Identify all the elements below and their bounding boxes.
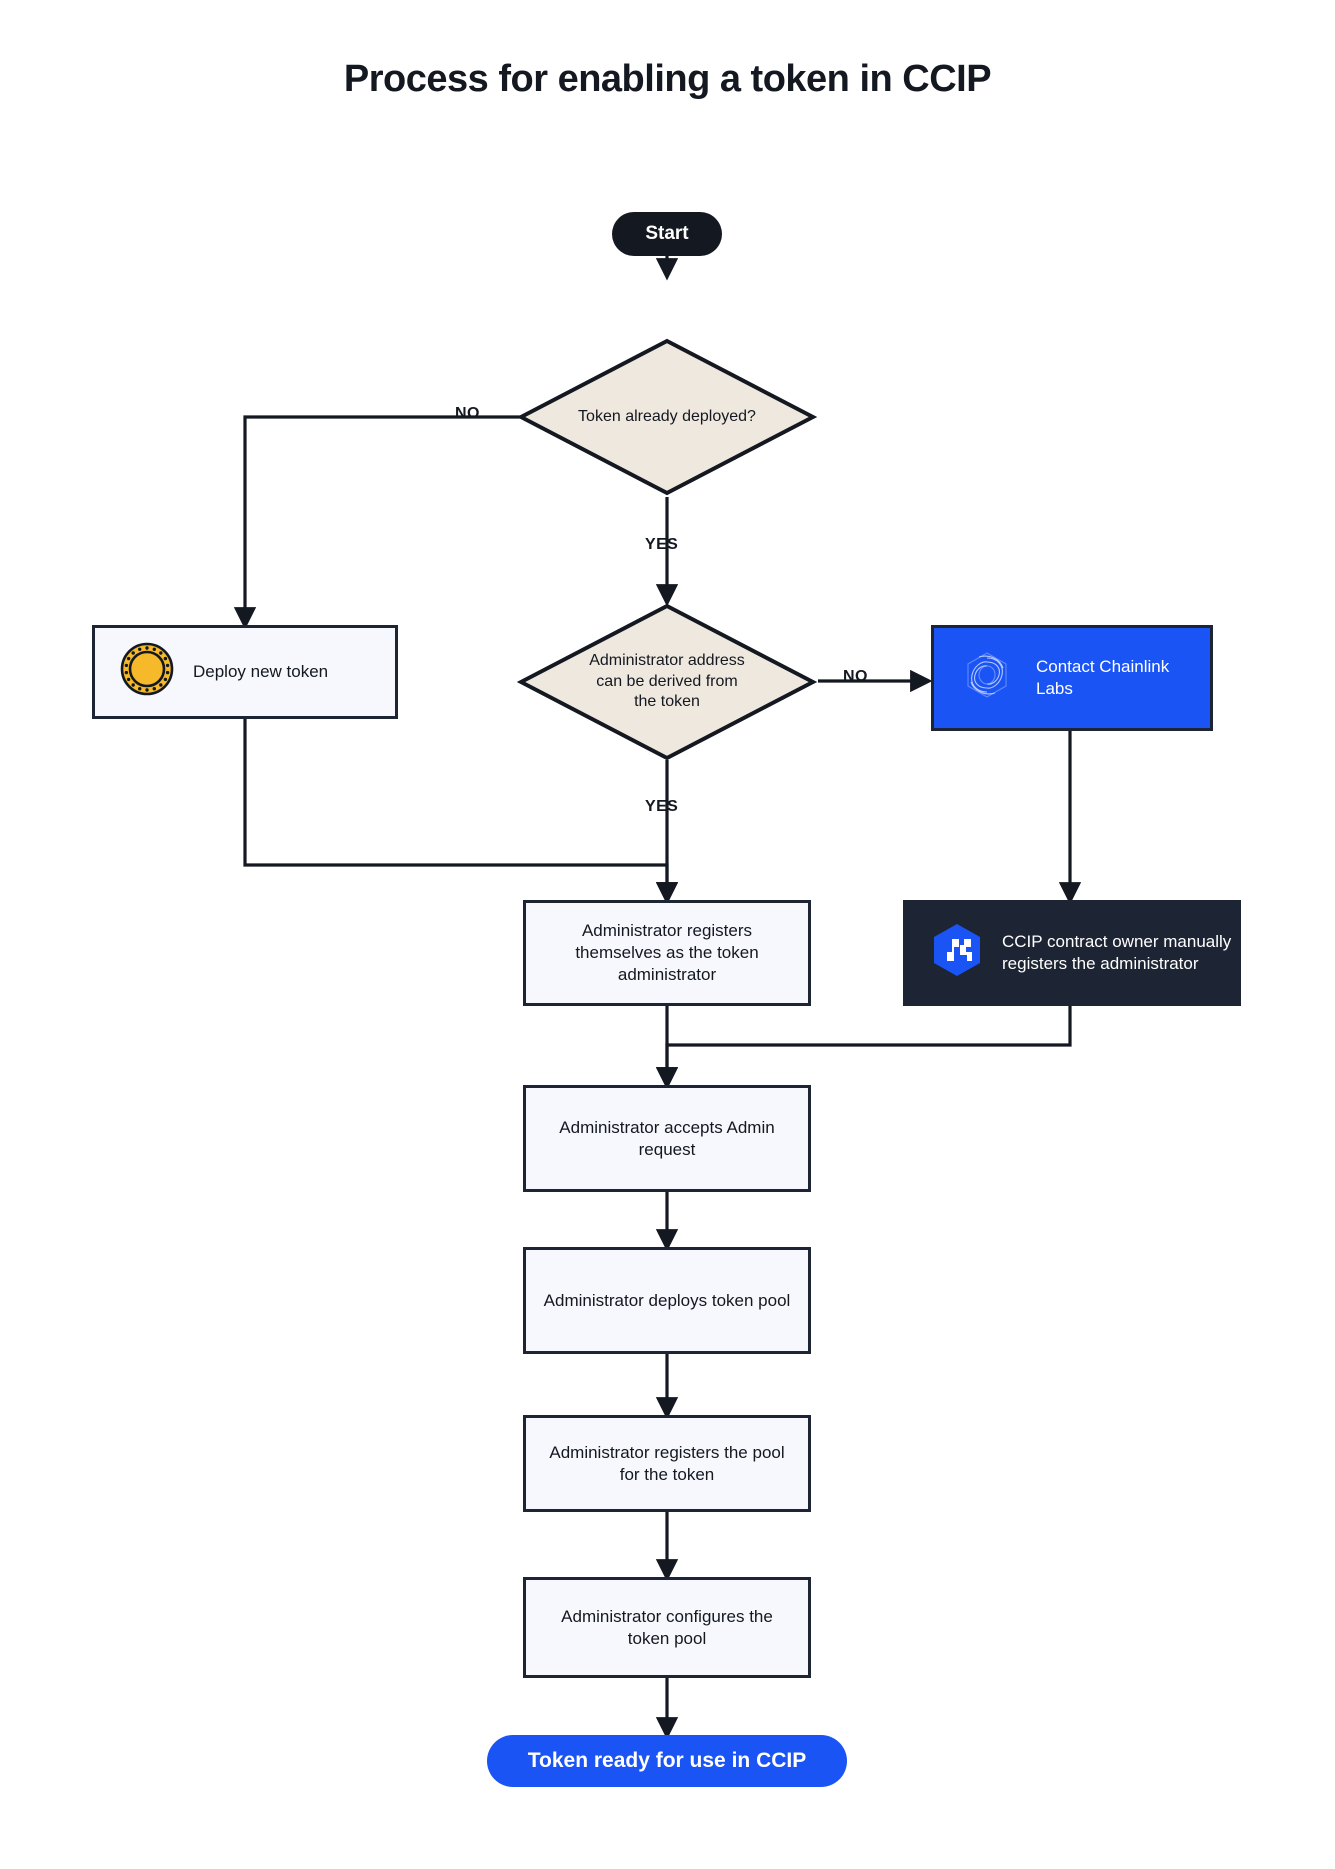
ccip-hex-icon [928,921,986,985]
page-title: Process for enabling a token in CCIP [343,58,992,100]
edge-label-decision2-no: NO [843,668,868,685]
edge-ccipowner-to-main [655,1006,1072,1090]
coin-icon [119,641,175,703]
node-admin-configures-pool-label: Administrator configures the token pool [561,1606,773,1648]
node-admin-deploys-pool[interactable]: Administrator deploys token pool [523,1247,811,1354]
edge-label-decision2-yes: YES [645,798,679,815]
decision-diamond-shape [517,338,817,496]
edge-label-decision1-yes: YES [645,536,679,553]
node-ccip-contract-owner[interactable]: CCIP contract owner manually registers t… [903,900,1241,1006]
node-ccip-contract-owner-label: CCIP contract owner manually registers t… [1002,932,1232,973]
node-admin-accepts-request-label: Administrator accepts Admin request [559,1117,775,1159]
node-admin-registers-pool-label: Administrator registers the pool for the… [549,1442,785,1484]
edge-label-decision1-no: NO [455,405,480,422]
chainlink-logo-icon [956,644,1018,712]
node-contact-chainlink-labs[interactable]: Contact Chainlink Labs [931,625,1213,731]
node-start-label: Start [645,222,689,244]
node-deploy-new-token-label: Deploy new token [193,662,329,682]
node-decision-admin-derived[interactable]: Administrator address can be derived fro… [517,602,817,762]
decision-diamond-shape [517,603,817,761]
node-admin-registers-self[interactable]: Administrator registers themselves as th… [523,900,811,1006]
node-decision-token-deployed-label: Token already deployed? [578,407,756,425]
node-admin-registers-self-label: Administrator registers themselves as th… [575,921,759,984]
node-admin-deploys-pool-label: Administrator deploys token pool [543,1290,791,1310]
node-deploy-new-token[interactable]: Deploy new token [92,625,398,719]
node-end-token-ready-label: Token ready for use in CCIP [527,1748,807,1772]
node-admin-accepts-request[interactable]: Administrator accepts Admin request [523,1085,811,1192]
node-end-token-ready[interactable]: Token ready for use in CCIP [487,1735,847,1787]
node-admin-configures-pool[interactable]: Administrator configures the token pool [523,1577,811,1678]
node-decision-token-deployed[interactable]: Token already deployed? [517,337,817,497]
edge-decision1-no [233,415,520,630]
node-start[interactable]: Start [612,212,722,256]
node-contact-chainlink-labs-label: Contact Chainlink Labs [1036,657,1170,698]
node-decision-admin-derived-label: Administrator address can be derived fro… [589,651,745,711]
node-admin-registers-pool[interactable]: Administrator registers the pool for the… [523,1415,811,1512]
